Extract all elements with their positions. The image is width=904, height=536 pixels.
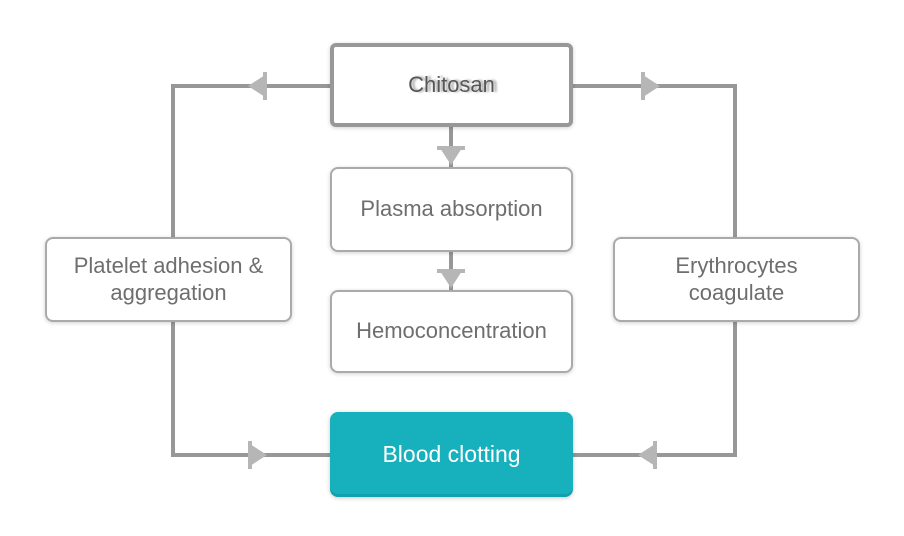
node-hemoconcentration: Hemoconcentration — [330, 290, 573, 373]
node-platelet-adhesion: Platelet adhesion & aggregation — [45, 237, 292, 322]
node-hemoconcentration-label: Hemoconcentration — [356, 318, 547, 344]
node-plasma-absorption: Plasma absorption — [330, 167, 573, 252]
node-blood-clotting: Blood clotting — [330, 412, 573, 497]
arrowhead-triangle — [440, 271, 462, 288]
node-chitosan-label: Chitosan — [408, 71, 495, 97]
node-erythrocytes-coagulate-label: Erythrocytes coagulate — [675, 253, 798, 305]
arrowhead-bar — [653, 441, 657, 469]
node-platelet-adhesion-label: Platelet adhesion & aggregation — [73, 253, 264, 305]
arrowhead-triangle — [643, 75, 660, 97]
arrowhead-triangle — [250, 444, 267, 466]
arrowhead-triangle — [638, 444, 655, 466]
node-blood-clotting-label: Blood clotting — [382, 440, 521, 467]
arrowhead-triangle — [440, 148, 462, 165]
arrowhead-triangle — [248, 75, 265, 97]
node-chitosan: Chitosan — [330, 43, 573, 127]
node-plasma-absorption-label: Plasma absorption — [360, 196, 543, 222]
node-erythrocytes-coagulate: Erythrocytes coagulate — [613, 237, 860, 322]
arrowhead-bar — [263, 72, 267, 100]
